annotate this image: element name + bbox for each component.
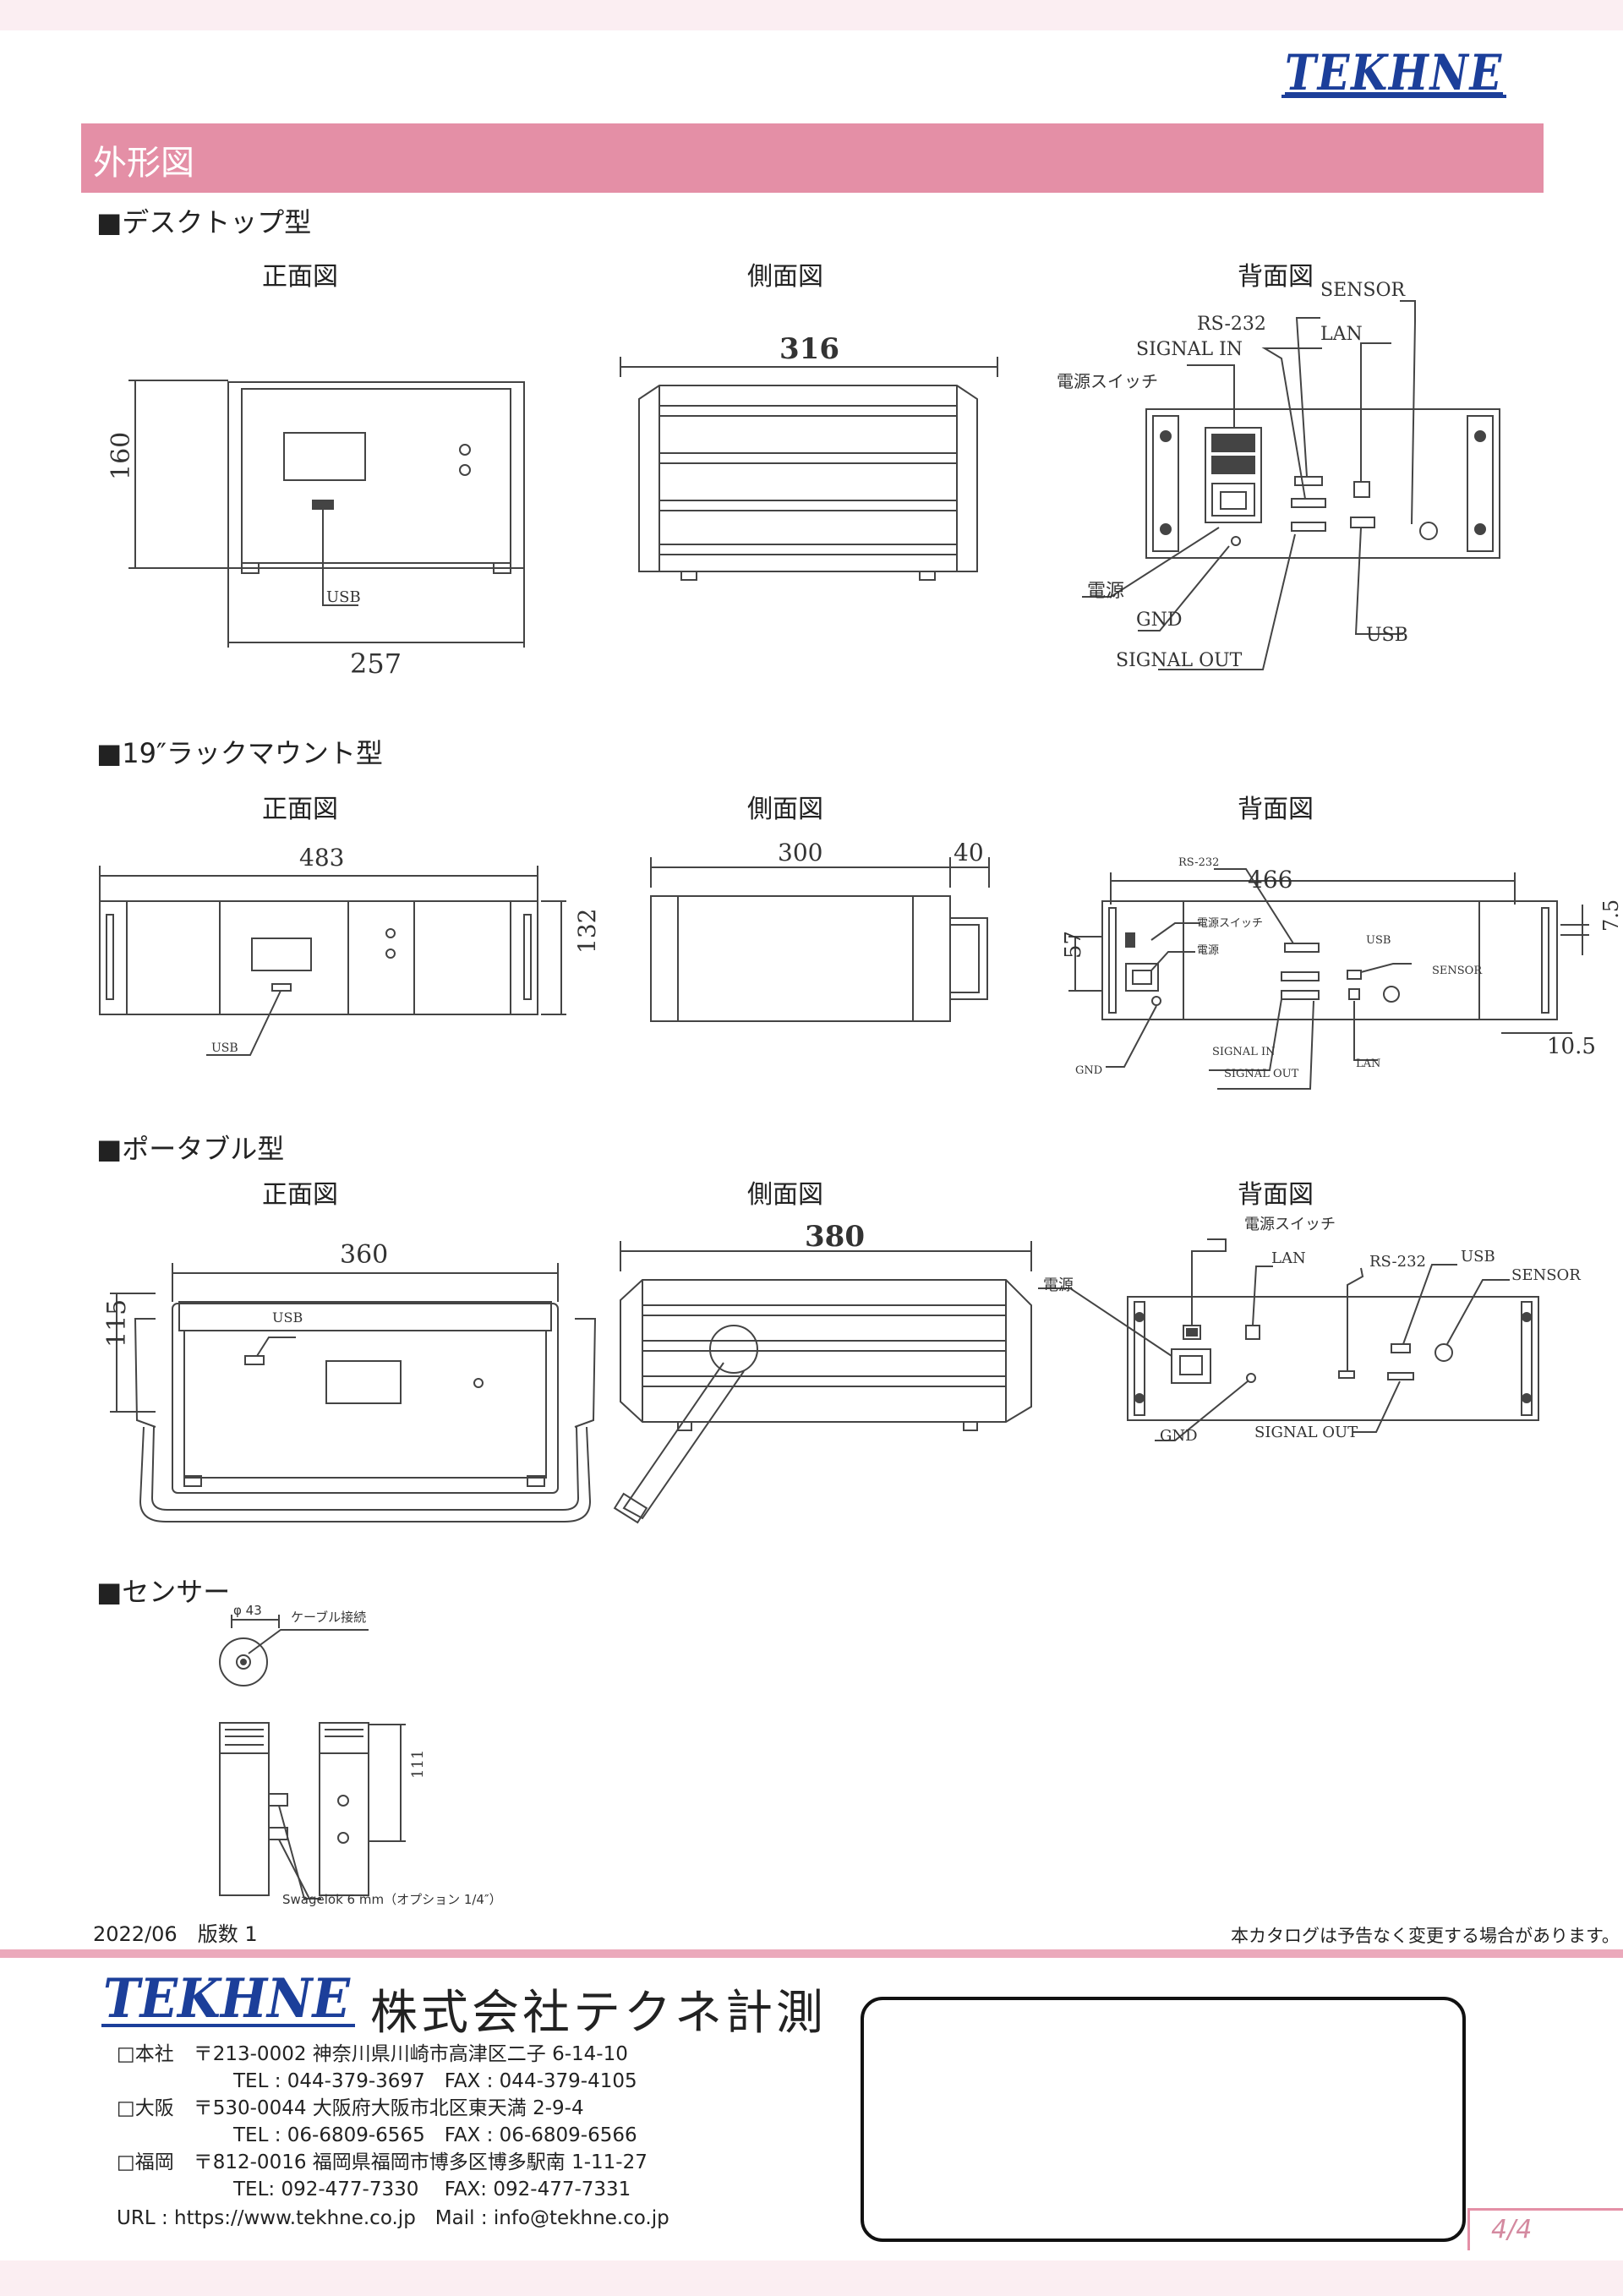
rack-back-right-height: 7.5 [1599, 899, 1623, 932]
sensor-heading: ■センサー [96, 1576, 231, 1608]
desktop-front-label: 正面図 [262, 262, 338, 292]
desktop-back-rs232: RS-232 [1197, 314, 1266, 335]
desktop-front-width: 257 [350, 648, 402, 680]
rack-back-power: 電源 [1197, 944, 1219, 957]
svg-text:TEKHNE: TEKHNE [1285, 44, 1503, 101]
rack-back-signal-out: SIGNAL OUT [1224, 1068, 1299, 1080]
portable-back-gnd: GND [1160, 1427, 1198, 1445]
sensor-fitting: Swagelok 6 mm（オプション 1/4″） [282, 1892, 502, 1907]
top-band [0, 0, 1623, 30]
portable-side-label: 側面図 [747, 1180, 823, 1210]
rack-back-signal-in: SIGNAL IN [1212, 1046, 1275, 1058]
rack-front-drawing: 483 132 USB [99, 844, 601, 1056]
office-head-address: □本社 〒213-0002 神奈川県川崎市高津区二子 6-14-10 [117, 2043, 628, 2065]
section-title: 外形図 [93, 144, 194, 183]
page-number-box [1467, 2208, 1623, 2250]
rack-side-drawing: 300 40 [650, 839, 990, 1022]
rack-front-height: 132 [573, 909, 601, 954]
rack-side-handle: 40 [954, 839, 984, 866]
desktop-back-sensor: SENSOR [1320, 280, 1406, 301]
footer-divider [0, 1949, 1623, 1958]
portable-back-power: 電源 [1043, 1276, 1074, 1294]
rack-back-offset: 10.5 [1547, 1034, 1596, 1059]
rack-back-drawing: 466 57 7.5 10.5 RS-232 電源スイッチ 電源 USB SEN… [1061, 856, 1623, 1090]
rack-back-width: 466 [1248, 866, 1292, 894]
desktop-back-signal-out: SIGNAL OUT [1116, 650, 1243, 671]
rack-back-usb: USB [1366, 934, 1391, 947]
dealer-stamp-box [861, 1997, 1466, 2242]
portable-side-drawing: 380 [613, 1220, 1032, 1524]
portable-front-width: 360 [340, 1240, 388, 1270]
svg-text:TEKHNE: TEKHNE [103, 1971, 351, 2031]
page-number: 4/4 [1491, 2215, 1533, 2244]
sensor-height: 111 [409, 1750, 427, 1779]
tekhne-logo: TEKHNE [1281, 44, 1506, 101]
rack-side-label: 側面図 [747, 795, 823, 824]
desktop-front-drawing: 160 257 USB [107, 380, 525, 680]
portable-back-rs232: RS-232 [1369, 1253, 1426, 1271]
rack-back-left-height: 57 [1061, 931, 1086, 959]
portable-front-height: 115 [102, 1299, 132, 1348]
desktop-back-label: 背面図 [1238, 262, 1314, 292]
desktop-back-signal-in: SIGNAL IN [1136, 339, 1243, 360]
desktop-heading: ■デスクトップ型 [96, 206, 312, 238]
catalog-notice: 本カタログは予告なく変更する場合があります。 [1231, 1926, 1620, 1946]
tekhne-logo-footer: TEKHNE [101, 1971, 355, 2031]
office-fukuoka-phone: TEL: 092-477-7330 FAX: 092-477-7331 [233, 2178, 631, 2200]
sensor-diameter: φ 43 [233, 1603, 262, 1618]
office-head-phone: TEL : 044-379-3697 FAX : 044-379-4105 [233, 2070, 637, 2092]
portable-front-usb: USB [272, 1309, 303, 1326]
portable-back-label: 背面図 [1238, 1180, 1314, 1210]
contact-info: URL : https://www.tekhne.co.jp Mail : in… [117, 2207, 669, 2229]
company-name: 株式会社テクネ計測 [370, 1986, 827, 2041]
desktop-back-usb: USB [1366, 625, 1408, 646]
rack-back-sensor: SENSOR [1432, 965, 1483, 977]
desktop-side-label: 側面図 [747, 262, 823, 292]
portable-back-power-switch: 電源スイッチ [1244, 1216, 1336, 1233]
desktop-back-power-switch: 電源スイッチ [1057, 371, 1158, 391]
rack-back-label: 背面図 [1238, 795, 1314, 824]
rack-back-rs232: RS-232 [1178, 856, 1219, 869]
portable-back-usb: USB [1461, 1248, 1495, 1266]
rack-side-depth: 300 [778, 839, 822, 866]
desktop-back-drawing: SENSOR RS-232 LAN SIGNAL IN 電源スイッチ 電源 GN… [1057, 280, 1500, 671]
desktop-front-height: 160 [107, 432, 136, 480]
rack-back-gnd: GND [1075, 1064, 1102, 1077]
desktop-back-power: 電源 [1087, 581, 1124, 602]
rack-back-power-switch: 電源スイッチ [1197, 917, 1263, 930]
portable-back-lan: LAN [1271, 1249, 1306, 1267]
rack-front-width: 483 [299, 844, 344, 872]
portable-side-depth: 380 [805, 1220, 865, 1254]
office-osaka-address: □大阪 〒530-0044 大阪府大阪市北区東天満 2-9-4 [117, 2097, 584, 2119]
section-header: 外形図 [81, 123, 1544, 193]
portable-back-sensor: SENSOR [1511, 1266, 1581, 1284]
rack-back-lan: LAN [1356, 1058, 1380, 1070]
portable-back-signal-out: SIGNAL OUT [1254, 1424, 1358, 1441]
desktop-back-gnd: GND [1136, 610, 1182, 631]
portable-front-drawing: 360 115 USB [102, 1240, 597, 1522]
desktop-front-usb: USB [326, 588, 361, 606]
rack-heading: ■19″ラックマウント型 [96, 737, 383, 769]
portable-back-drawing: 電源スイッチ LAN RS-232 USB SENSOR 電源 GND SIGN… [1038, 1216, 1581, 1445]
office-fukuoka-address: □福岡 〒812-0016 福岡県福岡市博多区博多駅南 1-11-27 [117, 2151, 648, 2173]
rack-front-label: 正面図 [262, 795, 338, 824]
office-osaka-phone: TEL : 06-6809-6565 FAX : 06-6809-6566 [233, 2124, 637, 2146]
revision-date: 2022/06 版数 1 [93, 1922, 258, 1946]
portable-heading: ■ポータブル型 [96, 1133, 285, 1165]
portable-front-label: 正面図 [262, 1180, 338, 1210]
bottom-band [0, 2260, 1623, 2296]
sensor-drawing: φ 43 ケーブル接続 111 Swagelok 6 mm（オプション 1/4″… [219, 1603, 502, 1907]
desktop-side-drawing: 316 [620, 332, 998, 581]
rack-front-usb: USB [211, 1041, 238, 1055]
desktop-back-lan: LAN [1320, 324, 1363, 345]
sensor-cable: ケーブル接続 [291, 1610, 366, 1625]
desktop-side-depth: 316 [779, 332, 839, 366]
